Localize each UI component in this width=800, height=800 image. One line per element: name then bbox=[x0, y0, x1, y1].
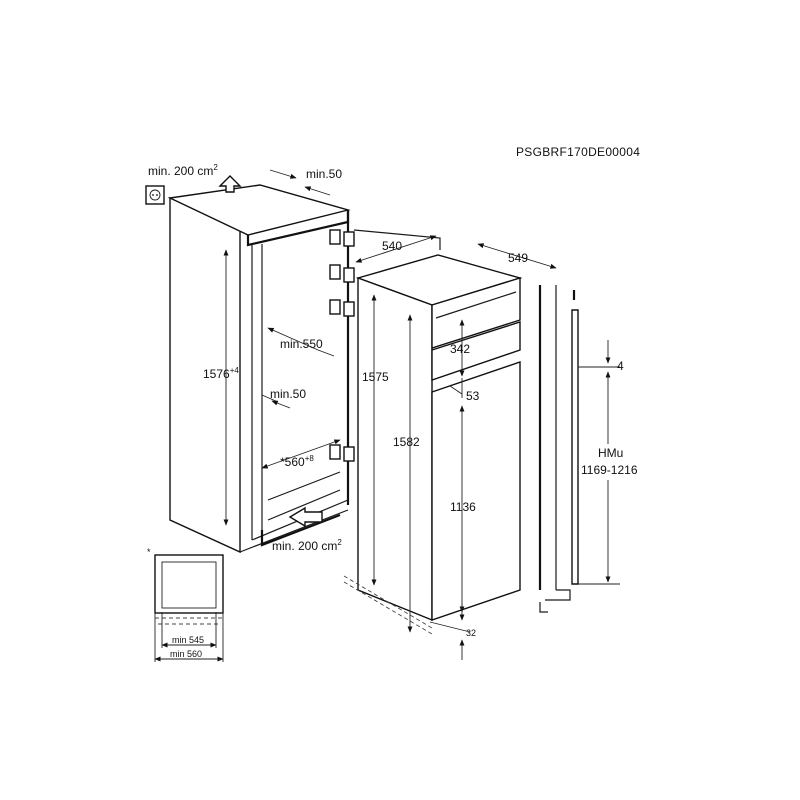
niche-cabinet bbox=[167, 184, 441, 554]
vent-top-arrow-icon bbox=[218, 175, 242, 193]
niche-width-label: *560+8 bbox=[280, 454, 314, 469]
inset-min-b-label: min 560 bbox=[170, 649, 202, 659]
appliance-width-label: 540 bbox=[382, 239, 402, 253]
appliance-depth-label: 549 bbox=[508, 251, 528, 265]
inset-asterisk: * bbox=[147, 547, 151, 557]
hmu-label: HMu bbox=[598, 446, 623, 460]
niche-width-dimension bbox=[261, 439, 341, 469]
vent-bottom-arrow-icon bbox=[288, 506, 323, 528]
side-gap-dimension bbox=[261, 394, 291, 409]
power-socket-icon bbox=[145, 185, 165, 205]
top-gap-label: min.50 bbox=[306, 167, 342, 181]
side-gap-label: min.50 bbox=[270, 387, 306, 401]
appliance-body bbox=[343, 254, 523, 635]
vent-bottom-label: min. 200 cm2 bbox=[272, 538, 342, 553]
door-gap-label: 53 bbox=[466, 389, 480, 403]
vent-top-label: min. 200 cm2 bbox=[148, 163, 218, 178]
hmu-label-bg bbox=[588, 444, 630, 480]
freezer-height-label: 342 bbox=[450, 342, 470, 356]
base-label: 32 bbox=[466, 628, 476, 638]
fridge-height-label: 1136 bbox=[450, 500, 476, 514]
door-profile bbox=[538, 285, 620, 613]
appliance-total-height-label: 1582 bbox=[393, 435, 420, 449]
hmu-range-label: 1169-1216 bbox=[581, 463, 638, 477]
appliance-depth-dimension bbox=[477, 243, 557, 269]
door-gap-dimension bbox=[449, 378, 463, 398]
diagram-code: PSGBRF170DE00004 bbox=[516, 145, 640, 159]
niche-height-label: 1576+4 bbox=[203, 366, 239, 381]
door-profile-gap-label: 4 bbox=[617, 359, 624, 373]
inset-min-a-label: min 545 bbox=[172, 635, 204, 645]
appliance-width-dimension bbox=[355, 235, 437, 263]
base-dimension bbox=[429, 604, 471, 660]
niche-depth-dimension bbox=[267, 327, 335, 357]
inset-cabinet bbox=[154, 554, 224, 662]
top-gap-dimension bbox=[269, 169, 331, 196]
appliance-body-height-label: 1575 bbox=[362, 370, 389, 384]
niche-depth-label: min.550 bbox=[280, 337, 323, 351]
